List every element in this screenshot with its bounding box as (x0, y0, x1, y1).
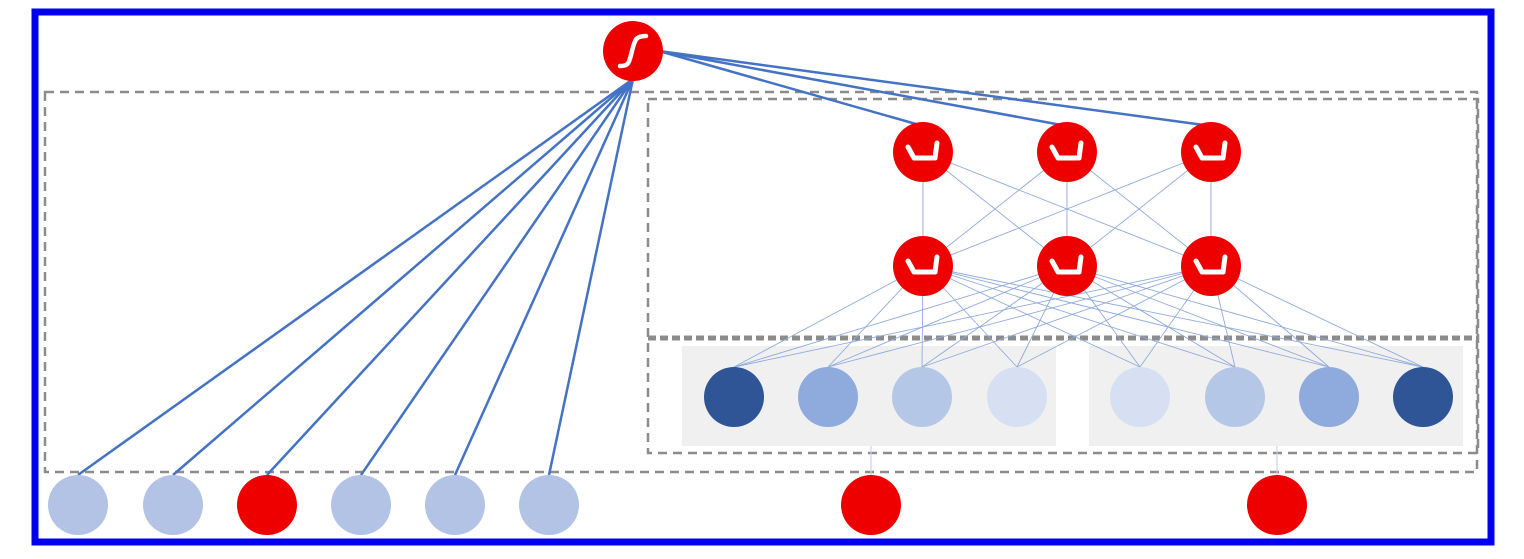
relu-node-circle (1181, 236, 1241, 296)
sigmoid-icon (617, 33, 649, 69)
relu-icon (1193, 140, 1228, 161)
sparse-active-input (237, 475, 297, 535)
deep-output-connection (658, 49, 924, 128)
hidden-connection (1066, 151, 1212, 267)
sparse-active-input (1247, 475, 1307, 535)
relu-node-circle (1037, 122, 1097, 182)
embedding-connection (922, 265, 1330, 368)
embedding-connection (1210, 265, 1424, 368)
sparse-feature-input (331, 475, 391, 535)
hidden-unit-bottom (1037, 236, 1097, 296)
embedding-connection (733, 265, 1068, 368)
embedding-connection (733, 265, 924, 368)
wide-connection (172, 78, 634, 476)
embedding-unit (1205, 367, 1265, 427)
embedding-unit (1299, 367, 1359, 427)
deep-output-connection (658, 49, 1212, 128)
embedding-connection (921, 265, 1212, 368)
hidden-connection (922, 151, 1068, 267)
embedding-connection (922, 265, 1424, 368)
embedding-connection (1066, 265, 1236, 368)
embedding-connection (827, 265, 1212, 368)
relu-icon (905, 140, 940, 161)
hidden-unit-bottom (1181, 236, 1241, 296)
embedding-connection (733, 265, 1212, 368)
relu-node-circle (893, 236, 953, 296)
embedding-unit (987, 367, 1047, 427)
embedding-connection (1066, 265, 1330, 368)
output-sigmoid-unit (603, 21, 663, 81)
hidden-unit-bottom (893, 236, 953, 296)
wide-connection (77, 77, 634, 477)
sparse-active-input (841, 475, 901, 535)
hidden-unit-top (1037, 122, 1097, 182)
relu-icon (1049, 140, 1084, 161)
embedding-unit (1393, 367, 1453, 427)
nodes-layer (48, 21, 1453, 535)
relu-node-circle (893, 122, 953, 182)
embedding-unit (1110, 367, 1170, 427)
sparse-feature-input (48, 475, 108, 535)
sparse-feature-input (519, 475, 579, 535)
embedding-connection (827, 265, 1068, 368)
embedding-unit (892, 367, 952, 427)
embedding-connection (922, 265, 1141, 368)
wide-connection (266, 78, 634, 476)
hidden-unit-top (1181, 122, 1241, 182)
embedding-unit (798, 367, 858, 427)
embedding-unit (704, 367, 764, 427)
embedding-connection (922, 265, 1236, 368)
panels-layer (43, 90, 1480, 474)
relu-node-circle (1037, 236, 1097, 296)
deep-component-border (646, 97, 1480, 455)
wide-connection (547, 78, 635, 476)
relu-icon (1193, 254, 1228, 275)
sparse-feature-input (425, 475, 485, 535)
wide-connection (359, 78, 635, 476)
wide-connection (453, 78, 635, 476)
deep-output-connection (658, 49, 1068, 128)
frame-layer (31, 8, 1495, 546)
embedding-connection (1066, 265, 1424, 368)
sparse-feature-input (143, 475, 203, 535)
embedding-connection (1016, 265, 1212, 368)
hidden-unit-top (893, 122, 953, 182)
outer-frame (31, 8, 1495, 546)
hidden-connection (922, 151, 1212, 267)
relu-icon (905, 254, 940, 275)
relu-node-circle (1181, 122, 1241, 182)
relu-icon (1049, 254, 1084, 275)
